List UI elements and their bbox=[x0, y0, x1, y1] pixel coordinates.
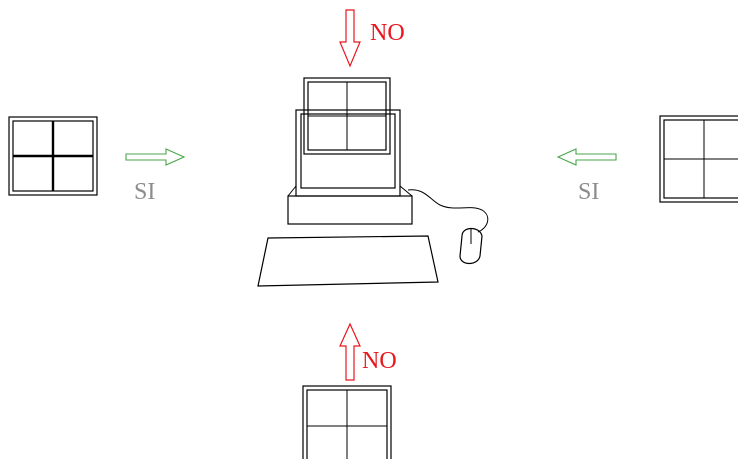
window-top-icon bbox=[304, 78, 390, 154]
window-left-icon bbox=[9, 117, 97, 195]
left-si-label: SI bbox=[134, 179, 155, 205]
top-no-label: NO bbox=[370, 20, 405, 46]
arrow-down-icon bbox=[340, 10, 360, 66]
bottom-no-label: NO bbox=[362, 348, 397, 374]
computer-icon bbox=[258, 110, 488, 286]
right-si-label: SI bbox=[578, 179, 599, 205]
window-right-icon bbox=[660, 116, 738, 202]
arrow-up-icon bbox=[340, 324, 360, 380]
arrow-right-icon bbox=[126, 149, 184, 165]
arrow-left-icon bbox=[558, 149, 616, 165]
window-bottom-icon bbox=[303, 386, 391, 459]
